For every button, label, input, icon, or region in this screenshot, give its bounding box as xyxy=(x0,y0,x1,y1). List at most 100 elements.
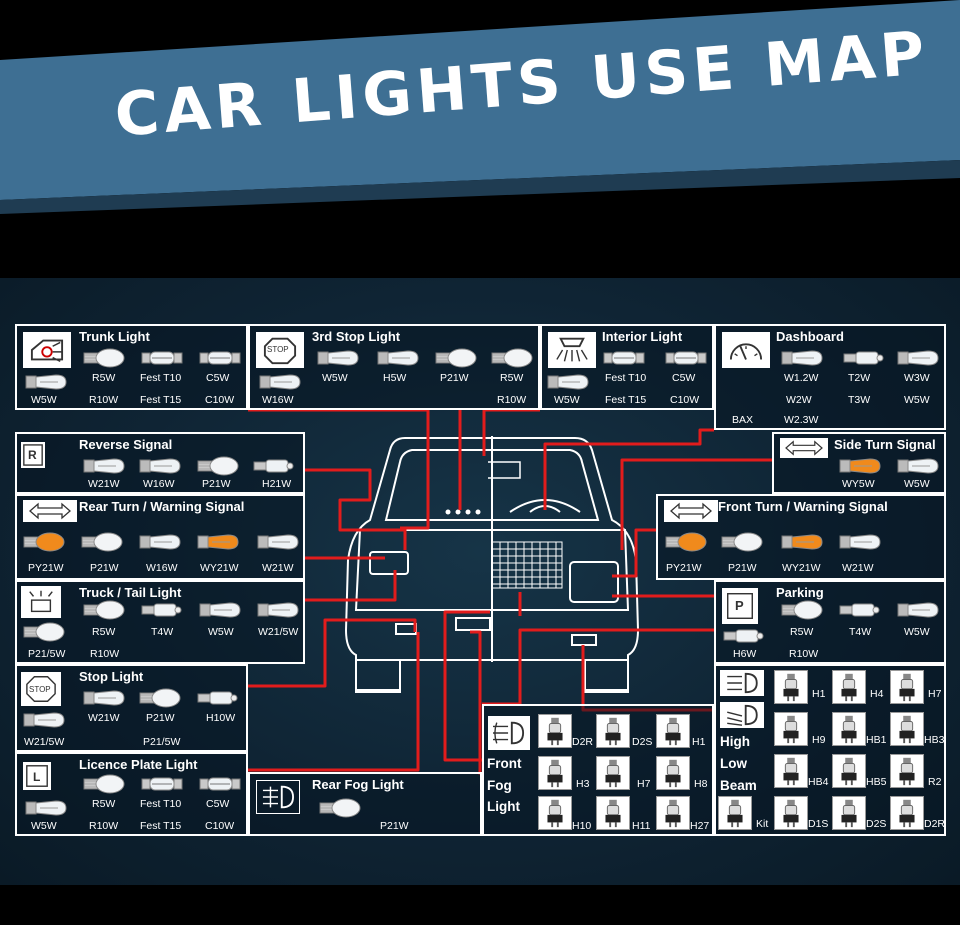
headlight-bulb-image xyxy=(774,796,808,830)
rear-turn-warning-box: Rear Turn / Warning Signal xyxy=(15,494,305,580)
title-banner xyxy=(0,0,960,214)
bulb-image xyxy=(24,798,68,818)
headlight-bulb-label: H1 xyxy=(812,688,826,700)
bulb-label: R5W xyxy=(92,798,116,810)
bottom-band xyxy=(0,885,960,925)
bulb-image xyxy=(256,600,300,620)
tail-light-icon xyxy=(21,586,61,618)
bulb-image xyxy=(722,626,766,646)
bulb-image xyxy=(664,348,708,368)
headlight-bulb-label: H4 xyxy=(870,688,884,700)
bulb-label: W5W xyxy=(904,478,930,490)
bulb-image xyxy=(82,348,126,368)
bulb-image xyxy=(140,600,184,620)
headlight-bulb-label: H27 xyxy=(690,820,710,832)
bulb-label: T3W xyxy=(848,394,871,406)
headlight-bulb-label: D2S xyxy=(632,736,653,748)
bulb-label: T4W xyxy=(151,626,174,638)
third-stop-box: STOP 3rd Stop Light xyxy=(248,324,540,410)
bulb-label: W5W xyxy=(904,626,930,638)
bulb-image xyxy=(838,532,882,552)
headlight-bulb-image xyxy=(890,754,924,788)
bulb-image xyxy=(842,348,886,368)
bulb-label: Fest T15 xyxy=(140,820,182,832)
bulb-label: W5W xyxy=(31,394,57,406)
side-turn-signal-title: Side Turn Signal xyxy=(834,437,936,452)
bulb-image xyxy=(138,532,182,552)
stop-icon xyxy=(21,672,61,706)
headlight-bulb-image xyxy=(832,796,866,830)
bulb-label: P21W xyxy=(728,562,757,574)
bulb-label: H10W xyxy=(206,712,236,724)
bulb-label: W21/5W xyxy=(258,626,299,638)
bulb-image xyxy=(198,348,242,368)
bulb-label: W16W xyxy=(262,394,294,406)
bulb-label: W5W xyxy=(31,820,57,832)
licence-icon xyxy=(23,762,51,790)
bulb-image xyxy=(780,600,824,620)
bulb-label: WY5W xyxy=(842,478,875,490)
bulb-image xyxy=(22,532,66,552)
beam-title-line-2: Low xyxy=(720,756,747,771)
headlight-bulb-label: H7 xyxy=(928,688,942,700)
bulb-image xyxy=(838,600,882,620)
headlight-bulb-label: HB4 xyxy=(808,776,829,788)
bulb-image xyxy=(82,600,126,620)
bulb-image xyxy=(252,456,296,476)
stop-icon-text: STOP xyxy=(29,685,51,694)
double-arrow-icon xyxy=(664,500,718,522)
bulb-image xyxy=(140,348,184,368)
bulb-image xyxy=(838,456,882,476)
bulb-label: R10W xyxy=(497,394,527,406)
bulb-label: Fest T10 xyxy=(140,798,182,810)
headlight-bulb-label: D1S xyxy=(808,818,829,830)
double-arrow-icon xyxy=(23,500,77,522)
dashboard-box: Dashboard xyxy=(714,324,946,430)
bulb-image xyxy=(896,348,940,368)
bulb-label: P21W xyxy=(202,478,231,490)
bulb-label: R10W xyxy=(89,394,119,406)
headlight-icon xyxy=(720,702,764,728)
bulb-image xyxy=(80,532,124,552)
bulb-label: R5W xyxy=(500,372,524,384)
headlight-bulb-label: H9 xyxy=(812,734,826,746)
headlight-bulb-label: D2R xyxy=(924,818,946,830)
dashboard-title: Dashboard xyxy=(776,329,844,344)
stop-icon xyxy=(256,332,304,368)
bulb-image xyxy=(256,532,300,552)
headlight-bulb-image xyxy=(596,756,630,790)
headlight-bulb-image xyxy=(832,754,866,788)
bulb-label: Fest T15 xyxy=(140,394,182,406)
bulb-label: W21W xyxy=(262,562,294,574)
headlight-bulb-label: H11 xyxy=(632,820,651,832)
interior-light-title: Interior Light xyxy=(602,329,683,344)
front-fog-title-line-2: Fog xyxy=(487,778,512,793)
front-fog-title-line-1: Front xyxy=(487,756,522,771)
bulb-label: W5W xyxy=(904,394,930,406)
bulb-label: WY21W xyxy=(782,562,821,574)
bulb-label: C5W xyxy=(672,372,696,384)
headlight-bulb-label: HB5 xyxy=(866,776,887,788)
third-stop-title: 3rd Stop Light xyxy=(312,329,401,344)
bulb-image xyxy=(720,532,764,552)
truck-tail-light-title: Truck / Tail Light xyxy=(79,585,182,600)
headlight-bulb-image xyxy=(596,796,630,830)
bulb-label: W16W xyxy=(143,478,175,490)
bulb-image xyxy=(546,372,590,392)
bulb-image xyxy=(82,688,126,708)
bulb-label: PY21W xyxy=(666,562,702,574)
headlight-bulb-image xyxy=(890,670,924,704)
headlight-bulb-image xyxy=(656,796,690,830)
bulb-label: C5W xyxy=(206,798,230,810)
rear-fog-light-title: Rear Fog Light xyxy=(312,777,404,792)
bulb-image xyxy=(664,532,708,552)
stop-light-box: STOP Stop Light xyxy=(15,664,248,752)
bulb-label: W5W xyxy=(554,394,580,406)
bulb-label: W2.3W xyxy=(784,414,819,426)
headlight-bulb-label: H7 xyxy=(637,778,651,790)
bulb-label: W21W xyxy=(88,478,120,490)
headlight-bulb-label: H3 xyxy=(576,778,590,790)
headlight-bulb-label: HB3 xyxy=(924,734,945,746)
parking-title: Parking xyxy=(776,585,824,600)
